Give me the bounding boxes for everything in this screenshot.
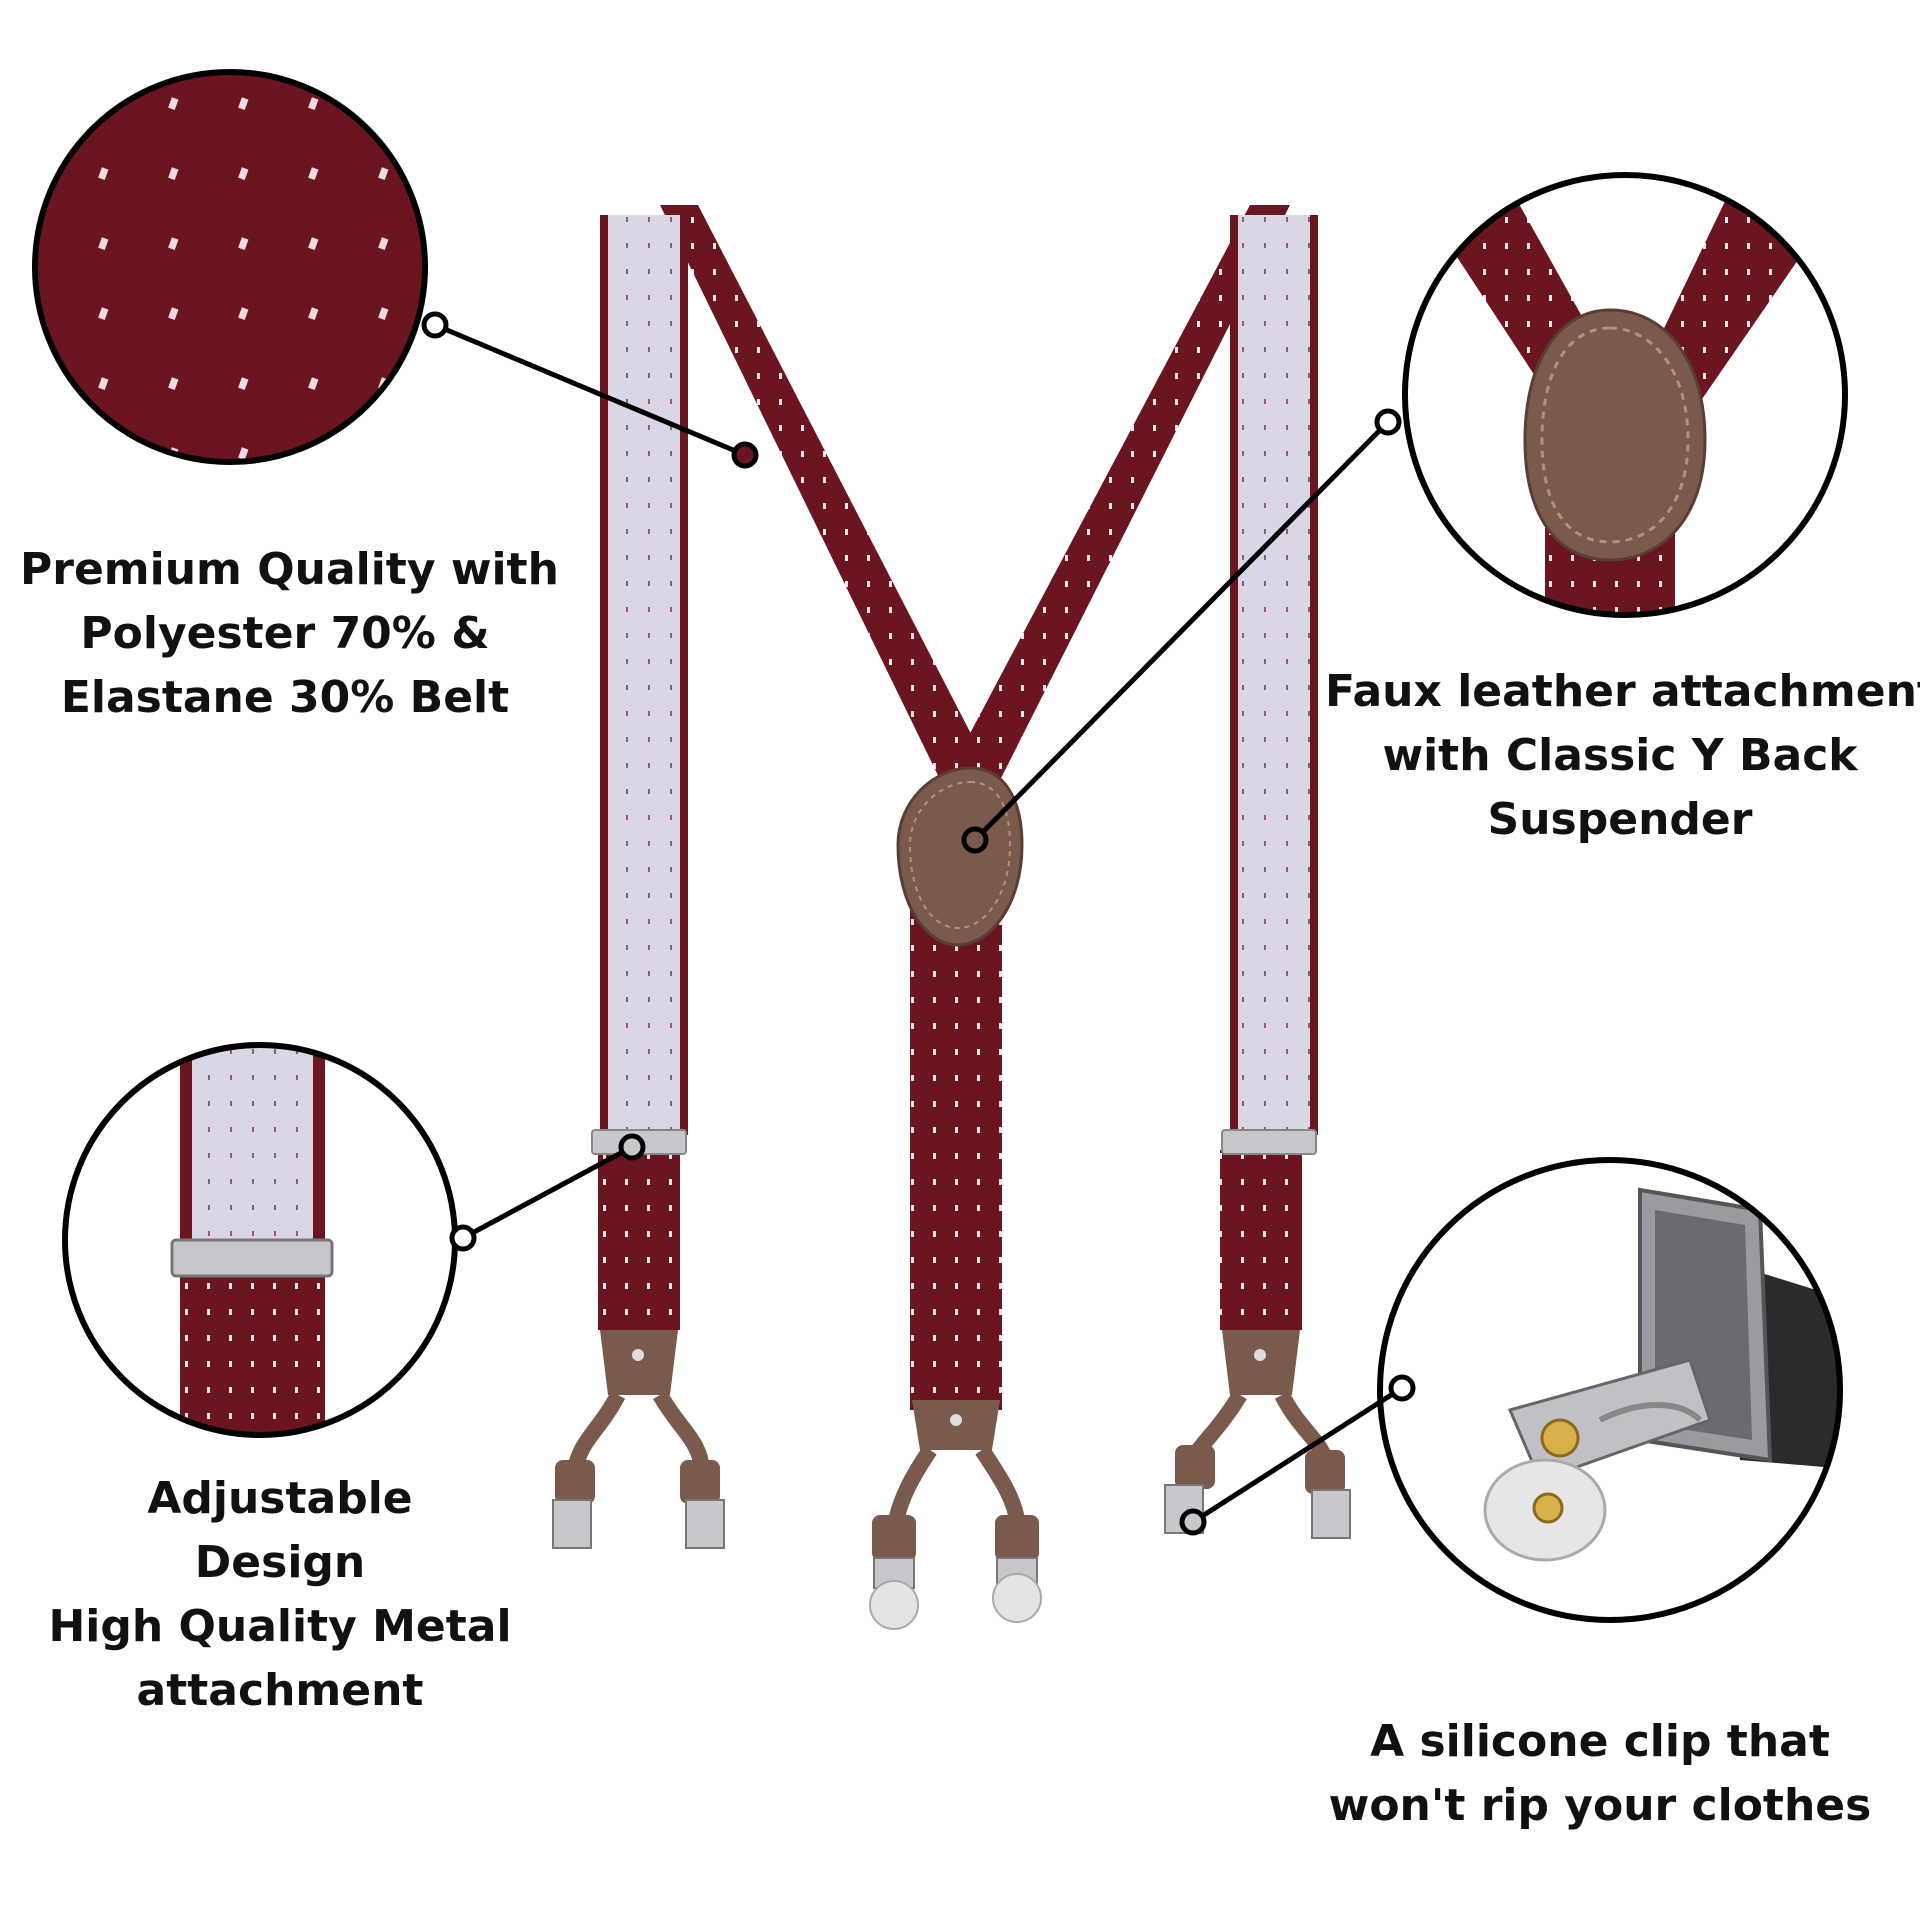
callout-fabric [32, 69, 759, 469]
callout-marker-dot [961, 826, 989, 854]
caption-fabric-line-1: Premium Quality with [20, 544, 559, 595]
center-leather-patch [896, 766, 1024, 947]
clip-icon [552, 1499, 592, 1549]
clip-icon [685, 1499, 725, 1549]
caption-adjust-line-1: Adjustable [147, 1473, 413, 1524]
left-lower-strap [598, 1150, 680, 1330]
callout-marker-dot [731, 441, 759, 469]
caption-adjust-line-4: attachment [136, 1665, 424, 1716]
caption-adjust: Adjustable Design High Quality Metal att… [30, 1467, 530, 1723]
caption-fabric-line-3: Elastane 30% Belt [60, 672, 510, 723]
callout-marker-dot [1374, 408, 1402, 436]
caption-leather: Faux leather attachment with Classic Y B… [1325, 660, 1920, 852]
right-adjuster-buckle [1221, 1129, 1317, 1155]
caption-fabric-line-2: Polyester 70% & [80, 608, 490, 659]
callout-marker-dot [421, 311, 449, 339]
caption-leather-line-1: Faux leather attachment [1325, 666, 1920, 717]
silicone-pad [869, 1580, 919, 1630]
caption-leather-line-3: Suspender [1487, 794, 1753, 845]
right-back-strap [940, 205, 1290, 800]
silicone-pad [992, 1573, 1042, 1623]
callout-marker-dot [449, 1224, 477, 1252]
caption-clip-line-1: A silicone clip that [1370, 1716, 1830, 1767]
caption-fabric: Premium Quality with Polyester 70% & Ela… [20, 538, 559, 730]
suspender-main [552, 205, 1351, 1630]
center-strap [910, 890, 1002, 1410]
callout-marker-dot [1179, 1508, 1207, 1536]
caption-leather-line-2: with Classic Y Back [1382, 730, 1858, 781]
left-back-strap [660, 205, 1000, 800]
caption-adjust-line-3: High Quality Metal [48, 1601, 512, 1652]
caption-clip-line-2: won't rip your clothes [1328, 1780, 1872, 1831]
caption-clip: A silicone clip that won't rip your clot… [1310, 1710, 1890, 1838]
callout-clip [1179, 1157, 1843, 1623]
left-front-strap [600, 215, 688, 1135]
caption-adjust-line-2: Design [194, 1537, 366, 1588]
right-front-strap [1230, 215, 1318, 1135]
right-lower-strap [1220, 1150, 1302, 1330]
callout-adjust [62, 1042, 646, 1438]
callout-marker-dot [618, 1133, 646, 1161]
callout-marker-dot [1388, 1374, 1416, 1402]
clip-icon [1311, 1489, 1351, 1539]
